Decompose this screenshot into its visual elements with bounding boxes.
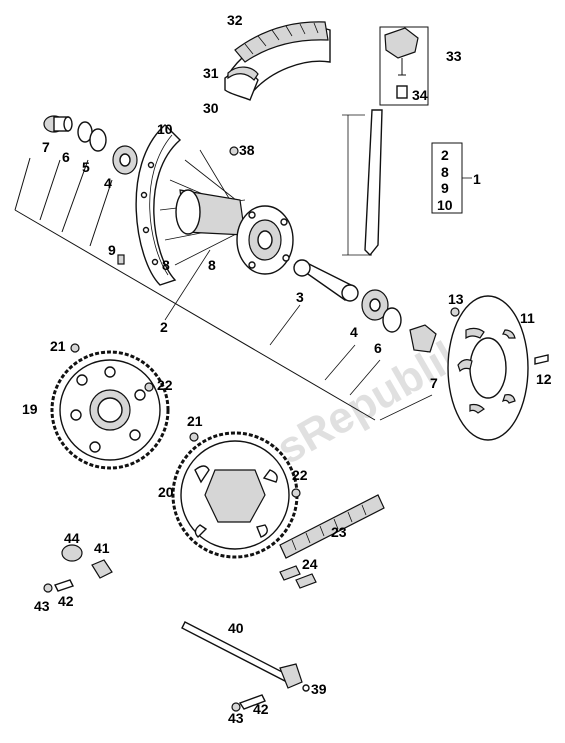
chain-23 — [279, 494, 385, 559]
callout-19: 19 — [22, 401, 38, 417]
callout-7b: 7 — [430, 375, 438, 391]
callout-10: 10 — [157, 121, 173, 137]
rim — [135, 124, 182, 286]
nut-38 — [229, 146, 239, 156]
callout-4a: 4 — [104, 175, 112, 191]
callout-labels: 32 33 31 34 30 10 38 7 6 5 4 2 8 9 10 1 … — [22, 12, 552, 726]
callout-11: 11 — [520, 310, 535, 326]
nut-22b — [291, 488, 301, 498]
callout-42a: 42 — [58, 593, 74, 609]
callout-7a: 7 — [42, 139, 50, 155]
callout-22a: 22 — [157, 377, 173, 393]
callout-20: 20 — [158, 484, 174, 500]
callout-22b: 22 — [292, 467, 308, 483]
callout-23: 23 — [331, 524, 347, 540]
callout-33: 33 — [446, 48, 462, 64]
callout-30: 30 — [203, 100, 219, 116]
callout-39: 39 — [311, 681, 327, 697]
bracket-2: 2 — [441, 147, 449, 163]
callout-4b: 4 — [350, 324, 358, 340]
spoke-set-bracket — [431, 142, 472, 214]
callout-32: 32 — [227, 12, 243, 28]
nut-22a — [144, 382, 154, 392]
callout-6b: 6 — [374, 340, 382, 356]
nipple-9 — [117, 254, 125, 265]
bolt-21b — [189, 432, 199, 442]
hub — [175, 189, 294, 275]
callout-8a: 8 — [162, 257, 170, 273]
callout-3: 3 — [296, 289, 304, 305]
bolt-21a — [70, 343, 80, 353]
axle-40 — [181, 621, 310, 712]
callout-40: 40 — [228, 620, 244, 636]
callout-2: 2 — [160, 319, 168, 335]
callout-6a: 6 — [62, 149, 70, 165]
bracket-1: 1 — [473, 171, 481, 187]
callout-44: 44 — [64, 530, 80, 546]
callout-41: 41 — [94, 540, 110, 556]
callout-12: 12 — [536, 371, 552, 387]
callout-8b: 8 — [208, 257, 216, 273]
callout-21a: 21 — [50, 338, 66, 354]
bracket-8: 8 — [441, 164, 449, 180]
callout-38: 38 — [239, 142, 255, 158]
chain-adjuster-parts — [43, 544, 113, 593]
bracket-10: 10 — [437, 197, 453, 213]
callout-42b: 42 — [253, 701, 269, 717]
tire — [224, 21, 331, 101]
long-spoke-reference — [342, 109, 383, 257]
callout-9: 9 — [108, 242, 116, 258]
brake-disc — [447, 295, 549, 441]
callout-43a: 43 — [34, 598, 50, 614]
leader-lines-right — [164, 249, 433, 421]
callout-21b: 21 — [187, 413, 203, 429]
sprocket-20 — [171, 431, 299, 559]
chain-link-24 — [279, 565, 317, 589]
right-bearing-stack — [293, 259, 437, 353]
leader-line-left — [14, 157, 376, 421]
tube-valve-box — [379, 26, 429, 106]
callout-5: 5 — [82, 159, 90, 175]
callout-13: 13 — [448, 291, 464, 307]
callout-34: 34 — [412, 87, 428, 103]
callout-31: 31 — [203, 65, 219, 81]
sprocket-19 — [50, 350, 170, 470]
callout-43b: 43 — [228, 710, 244, 726]
bracket-9: 9 — [441, 180, 449, 196]
callout-24: 24 — [302, 556, 318, 572]
left-bearing-stack — [43, 115, 138, 175]
